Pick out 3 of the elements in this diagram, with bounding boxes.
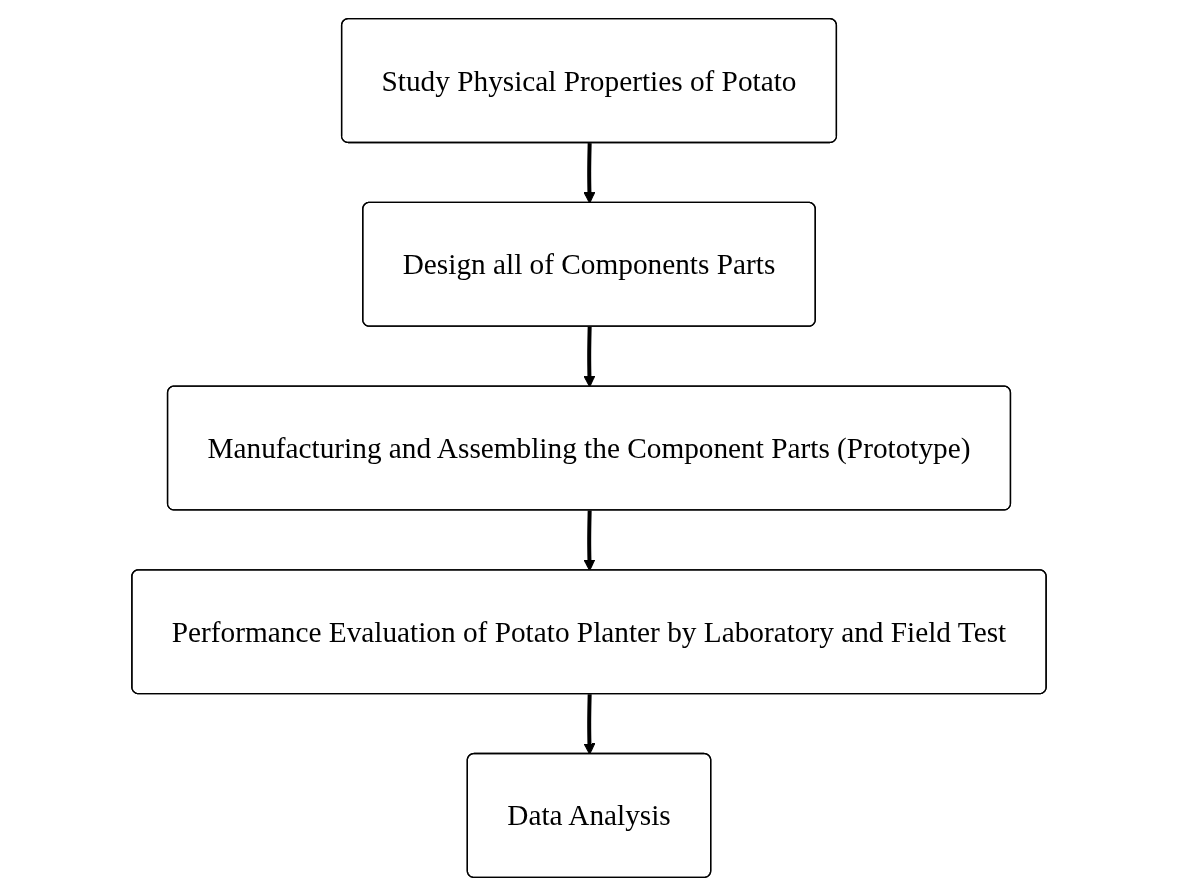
arrow	[583, 693, 595, 755]
arrow	[583, 326, 595, 387]
arrow	[583, 510, 595, 571]
